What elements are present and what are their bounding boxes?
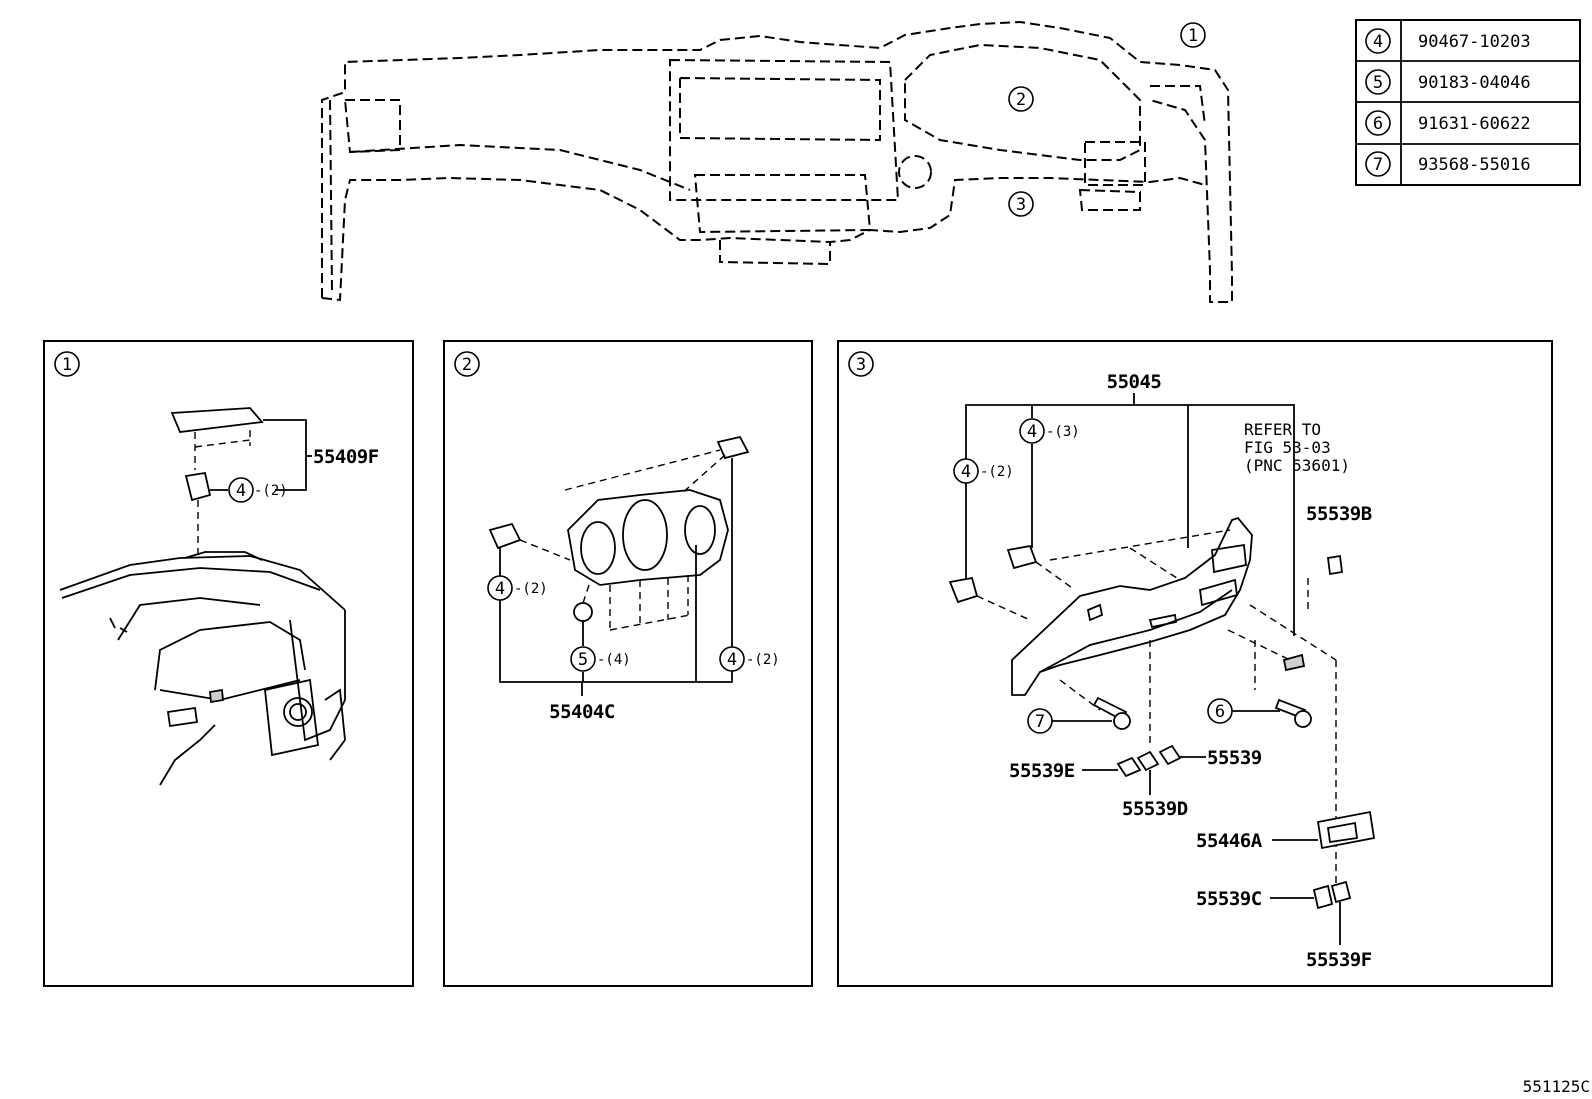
svg-text:6: 6 <box>1215 702 1225 722</box>
label-55539F: 55539F <box>1306 949 1372 971</box>
switch-55446A-part <box>1316 810 1376 850</box>
legend-row-4: 4 90467-10203 <box>1365 28 1531 54</box>
svg-text:4: 4 <box>495 579 505 599</box>
clip-right-part <box>716 435 750 460</box>
panel-3-number: 3 <box>848 351 874 377</box>
cap-55539C-part <box>1312 884 1334 910</box>
clip-55539E-part <box>1116 756 1142 778</box>
refer-note: REFER TO FIG 53-03 (PNC 53601) <box>1244 420 1350 475</box>
label-55409F: 55409F <box>313 446 379 468</box>
svg-text:93568-55016: 93568-55016 <box>1418 155 1531 175</box>
legend-row-7: 7 93568-55016 <box>1365 151 1531 177</box>
label-55539: 55539 <box>1207 747 1262 769</box>
svg-text:4: 4 <box>236 481 246 501</box>
overview-instrument-panel <box>321 20 1233 303</box>
svg-text:4: 4 <box>1027 422 1037 442</box>
svg-text:-(2): -(2) <box>254 483 288 499</box>
clip-55539D-part <box>1136 750 1160 772</box>
label-55539C: 55539C <box>1196 888 1262 910</box>
label-55404C: 55404C <box>549 701 615 723</box>
svg-text:3: 3 <box>1016 195 1026 215</box>
label-55539E: 55539E <box>1009 760 1075 782</box>
dash-cover-part <box>170 407 264 433</box>
clip-left-part <box>488 522 522 550</box>
overview-callout-1: 1 <box>1180 22 1206 48</box>
figure-code: 551125C <box>1523 1077 1590 1096</box>
svg-text:90467-10203: 90467-10203 <box>1418 32 1531 52</box>
svg-text:90183-04046: 90183-04046 <box>1418 73 1531 93</box>
dashboard-sketch <box>59 551 346 786</box>
detail-panel-2: 2 4 -(2) <box>443 340 813 987</box>
screw-callout-6: 6 <box>1207 698 1233 724</box>
detail-panel-3: 3 55045 4 -(3) 4 -(2) REFER TO FIG 53-03… <box>837 340 1553 987</box>
label-55539D: 55539D <box>1122 798 1188 820</box>
clip-a-callout-4: 4 -(3) <box>1019 418 1080 444</box>
svg-text:-(2): -(2) <box>980 464 1014 480</box>
legend-row-5: 5 90183-04046 <box>1365 69 1531 95</box>
svg-text:(PNC 53601): (PNC 53601) <box>1244 456 1350 475</box>
svg-text:2: 2 <box>462 355 472 375</box>
cap-55539F-part <box>1330 880 1352 904</box>
lower-panel-part <box>1011 516 1306 696</box>
legend-table: 4 90467-10203 5 90183-04046 6 91631-6062… <box>1355 19 1581 186</box>
svg-text:2: 2 <box>1016 90 1026 110</box>
svg-text:-(2): -(2) <box>746 652 780 668</box>
svg-text:4: 4 <box>961 462 971 482</box>
label-55539B: 55539B <box>1306 503 1372 525</box>
clip-a-part <box>1006 544 1038 570</box>
svg-text:7: 7 <box>1035 712 1045 732</box>
svg-text:4: 4 <box>727 650 737 670</box>
detail-panel-1: 1 4 -(2) 55409F <box>43 340 414 987</box>
svg-text:REFER TO: REFER TO <box>1244 420 1321 439</box>
clip-left-callout-4: 4 -(2) <box>487 575 548 601</box>
svg-text:-(3): -(3) <box>1046 424 1080 440</box>
svg-text:FIG 53-03: FIG 53-03 <box>1244 438 1331 457</box>
nut-part <box>573 602 593 622</box>
clip-55539B-part <box>1326 554 1344 576</box>
svg-text:6: 6 <box>1373 114 1383 134</box>
screw-callout-7: 7 <box>1027 708 1053 734</box>
svg-text:3: 3 <box>856 355 866 375</box>
clip-part <box>184 471 212 502</box>
clip-callout-4: 4 -(2) <box>228 477 288 503</box>
svg-text:91631-60622: 91631-60622 <box>1418 114 1531 134</box>
overview-callout-2: 2 <box>1008 86 1034 112</box>
svg-text:1: 1 <box>62 355 72 375</box>
clip-55539-part <box>1158 744 1182 766</box>
clip-right-callout-4: 4 -(2) <box>719 646 780 672</box>
meter-bezel-part <box>567 489 729 631</box>
label-55446A: 55446A <box>1196 830 1263 852</box>
svg-text:4: 4 <box>1373 32 1383 52</box>
overview-callout-3: 3 <box>1008 191 1034 217</box>
label-55045: 55045 <box>1107 371 1162 393</box>
svg-text:7: 7 <box>1373 155 1383 175</box>
panel-2-number: 2 <box>454 351 480 377</box>
svg-text:1: 1 <box>1188 26 1198 46</box>
svg-text:5: 5 <box>1373 73 1383 93</box>
svg-text:5: 5 <box>578 650 588 670</box>
svg-text:-(2): -(2) <box>514 581 548 597</box>
panel-1-number: 1 <box>54 351 80 377</box>
clip-b-part <box>948 576 979 604</box>
clip-b-callout-4: 4 -(2) <box>953 458 1014 484</box>
svg-text:-(4): -(4) <box>597 652 631 668</box>
nut-callout-5: 5 -(4) <box>570 646 631 672</box>
legend-row-6: 6 91631-60622 <box>1365 110 1531 136</box>
